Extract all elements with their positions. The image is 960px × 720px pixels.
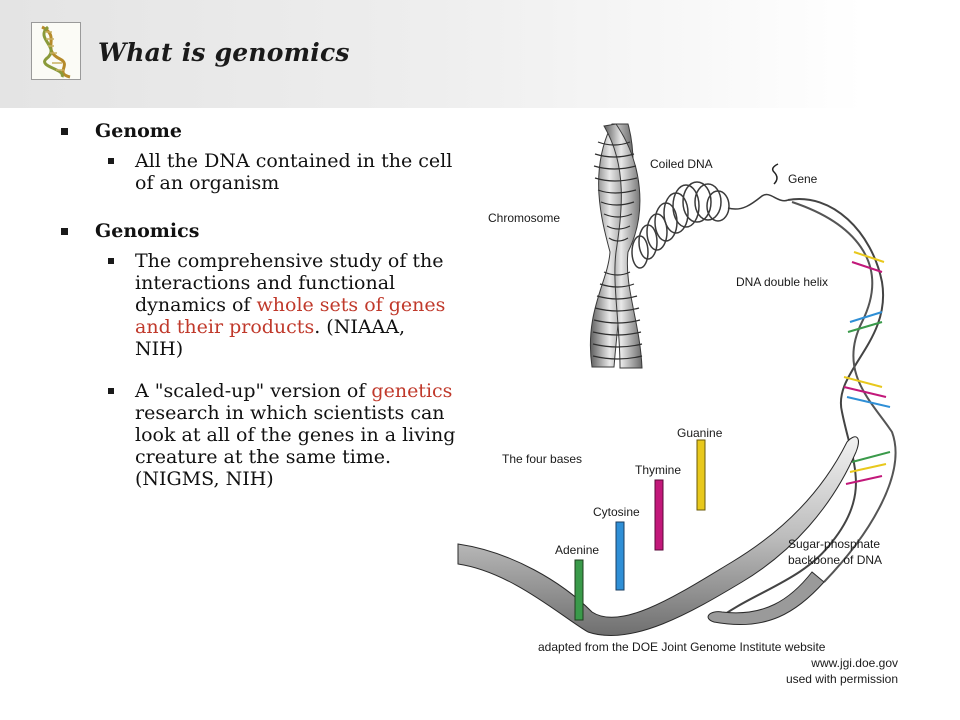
chromosome-arm-right <box>603 123 643 369</box>
label-four-bases: The four bases <box>502 452 582 466</box>
definition-2-text: A "scaled-up" version of <box>135 380 372 402</box>
bullet-genome-definition: All the DNA contained in the cell of an … <box>58 150 458 194</box>
label-backbone-line1: Sugar-phosphate <box>788 537 880 551</box>
genome-heading: Genome <box>95 120 182 142</box>
helix-strand-back <box>713 197 885 623</box>
base-thymine-bar <box>654 479 664 551</box>
dna-helix-figure <box>457 197 897 637</box>
label-coiled-dna: Coiled DNA <box>650 157 713 171</box>
square-bullet-icon <box>108 258 114 264</box>
bullet-genome: Genome <box>58 120 458 142</box>
label-gene: Gene <box>788 172 818 186</box>
definition-2-highlight: genetics <box>371 380 453 402</box>
label-chromosome: Chromosome <box>488 211 560 225</box>
content-area: Genome All the DNA contained in the cell… <box>58 112 458 490</box>
header-band <box>0 0 960 108</box>
definition-1-highlight: whole sets of genes and their products <box>135 294 446 338</box>
credit-line-1: adapted from the DOE Joint Genome Instit… <box>538 640 826 654</box>
square-bullet-icon <box>108 158 114 164</box>
label-adenine: Adenine <box>555 543 599 557</box>
definition-2-source: research in which scientists can look at… <box>135 402 456 490</box>
definition-1-text: The comprehensive study of the interacti… <box>135 250 444 316</box>
square-bullet-icon <box>61 228 68 235</box>
definition-1-source: . (NIAAA, NIH) <box>135 316 406 360</box>
coiled-dna-figure <box>631 181 789 269</box>
credit-line-3: used with permission <box>786 672 898 686</box>
helix-base-pairs <box>843 251 891 485</box>
gene-brace-icon <box>771 163 779 185</box>
label-thymine: Thymine <box>635 463 681 477</box>
label-guanine: Guanine <box>677 426 723 440</box>
slide-title: What is genomics <box>98 38 350 67</box>
base-cytosine-bar <box>615 521 625 591</box>
bullet-genomics-definition-2: A "scaled-up" version of genetics resear… <box>58 380 458 490</box>
credit-line-2: www.jgi.doe.gov <box>810 656 898 670</box>
label-double-helix: DNA double helix <box>736 275 828 289</box>
bullet-genomics-definition-1: The comprehensive study of the interacti… <box>58 250 458 360</box>
sugar-phosphate-ribbon-lower <box>707 571 825 626</box>
base-adenine-bar <box>574 559 584 621</box>
helix-strand-front <box>791 201 897 583</box>
square-bullet-icon <box>61 128 68 135</box>
chromosome-figure <box>589 123 643 369</box>
label-backbone-line2: backbone of DNA <box>788 553 882 567</box>
genome-definition: All the DNA contained in the cell of an … <box>135 150 453 194</box>
square-bullet-icon <box>108 388 114 394</box>
genomics-heading: Genomics <box>95 220 200 242</box>
label-cytosine: Cytosine <box>593 505 640 519</box>
genome-diagram: Chromosome Coiled DNA Gene DNA double he… <box>457 123 898 686</box>
base-guanine-bar <box>696 439 706 511</box>
bullet-genomics: Genomics <box>58 220 458 242</box>
dna-logo-icon <box>31 22 81 80</box>
sugar-phosphate-ribbon <box>457 436 859 637</box>
